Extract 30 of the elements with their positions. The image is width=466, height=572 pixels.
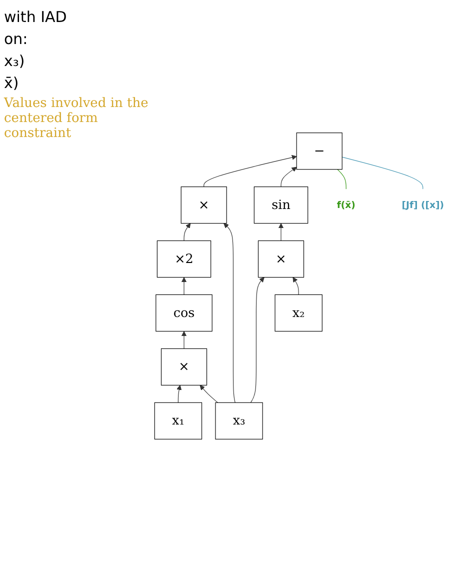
label-text: x₃) <box>4 52 26 70</box>
node-text: f(x̄) <box>336 199 356 210</box>
label-text: x̄) <box>4 74 20 92</box>
arrow <box>204 154 297 188</box>
node-box: − <box>296 132 342 170</box>
node-text: [Jf] ([x]) <box>402 199 444 210</box>
node-box: x₂ <box>274 294 322 332</box>
node-box: × <box>180 186 227 224</box>
node-box: × <box>258 240 304 278</box>
label-text: with IAD <box>4 8 68 26</box>
arrow <box>181 331 187 349</box>
connector <box>342 156 424 190</box>
note-text: Values involved in the centered form constraint <box>4 96 150 141</box>
arrow <box>224 223 236 403</box>
connector <box>337 169 346 190</box>
node-box: x₁ <box>154 402 202 440</box>
node-box: x₃ <box>215 402 263 440</box>
arrow <box>292 277 299 295</box>
node-box: ×2 <box>156 240 212 278</box>
arrow <box>278 223 284 242</box>
arrow <box>176 384 182 403</box>
node-box: sin <box>254 186 308 224</box>
arrow <box>181 277 187 295</box>
label-text: on: <box>4 30 29 48</box>
node-box: cos <box>156 294 212 332</box>
arrow <box>280 166 297 188</box>
arrow <box>200 384 218 403</box>
node-box: × <box>160 348 208 386</box>
arrow <box>250 277 264 403</box>
arrow <box>184 223 191 242</box>
